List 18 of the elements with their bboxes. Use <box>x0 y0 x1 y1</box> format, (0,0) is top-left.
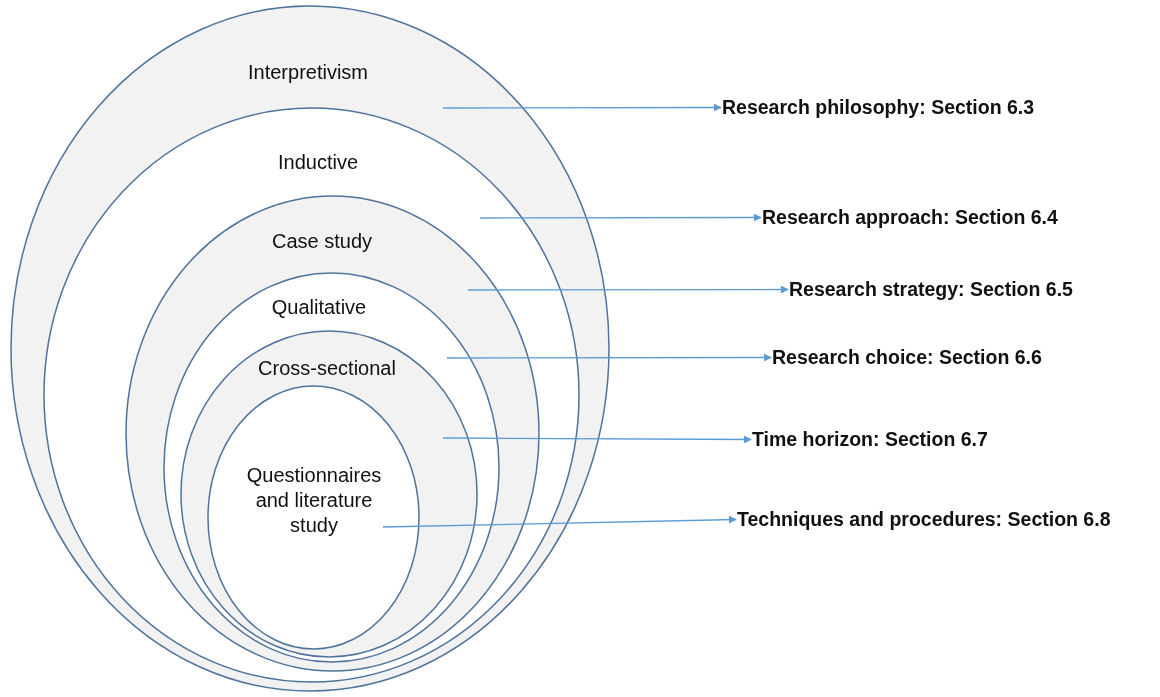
layer-label: Qualitative <box>270 295 368 320</box>
arrow <box>382 515 737 528</box>
layer-label: Inductive <box>276 150 360 175</box>
section-label: Research strategy: Section 6.5 <box>789 278 1073 301</box>
section-label: Time horizon: Section 6.7 <box>752 428 988 451</box>
layer-label: Case study <box>270 229 374 254</box>
arrow <box>442 103 722 112</box>
section-label: Research approach: Section 6.4 <box>762 206 1058 229</box>
layer-label: Cross-sectional <box>257 356 397 381</box>
arrow <box>442 435 752 444</box>
layer-label: Questionnaires and literature study <box>245 463 383 538</box>
section-label: Techniques and procedures: Section 6.8 <box>737 508 1111 531</box>
layer-label: Interpretivism <box>247 60 369 85</box>
section-label: Research philosophy: Section 6.3 <box>722 96 1035 119</box>
arrow <box>446 353 772 362</box>
arrow <box>467 285 789 294</box>
arrow <box>479 213 762 222</box>
section-label: Research choice: Section 6.6 <box>772 346 1042 369</box>
